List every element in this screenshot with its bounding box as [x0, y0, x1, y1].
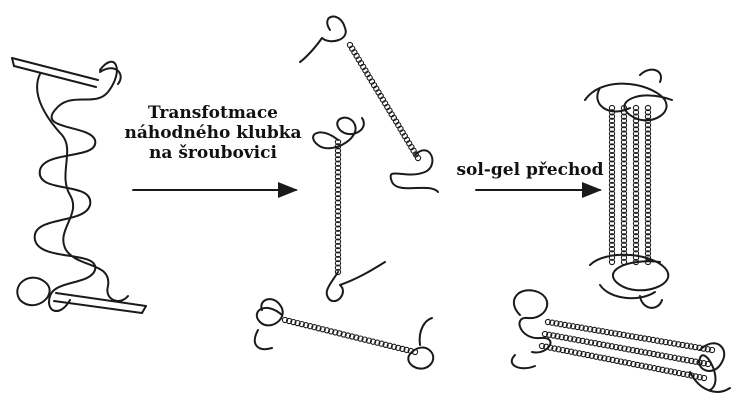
- helix-vertical: [313, 118, 385, 301]
- step2-label: sol-gel přechod: [455, 160, 605, 180]
- step1-label: Transfotmace náhodného klubka na šroubov…: [118, 103, 308, 163]
- step1-line-2: náhodného klubka: [118, 123, 308, 143]
- rod-top: [12, 58, 98, 87]
- helix-vertical-beads: [335, 139, 340, 274]
- random-coil: [17, 62, 128, 311]
- random-coil-structure: [12, 58, 146, 313]
- helix-bundle-horizontal: [512, 290, 730, 392]
- step1-line-1: Transfotmace: [118, 103, 308, 123]
- helix-bundle-vertical: [585, 70, 672, 308]
- helix-horizontal-beads: [282, 317, 417, 354]
- helix-diagonal: [300, 16, 438, 192]
- helix-horizontal: [255, 299, 433, 368]
- helix-diagonal-beads: [347, 42, 420, 160]
- step1-line-3: na šroubovici: [118, 143, 308, 163]
